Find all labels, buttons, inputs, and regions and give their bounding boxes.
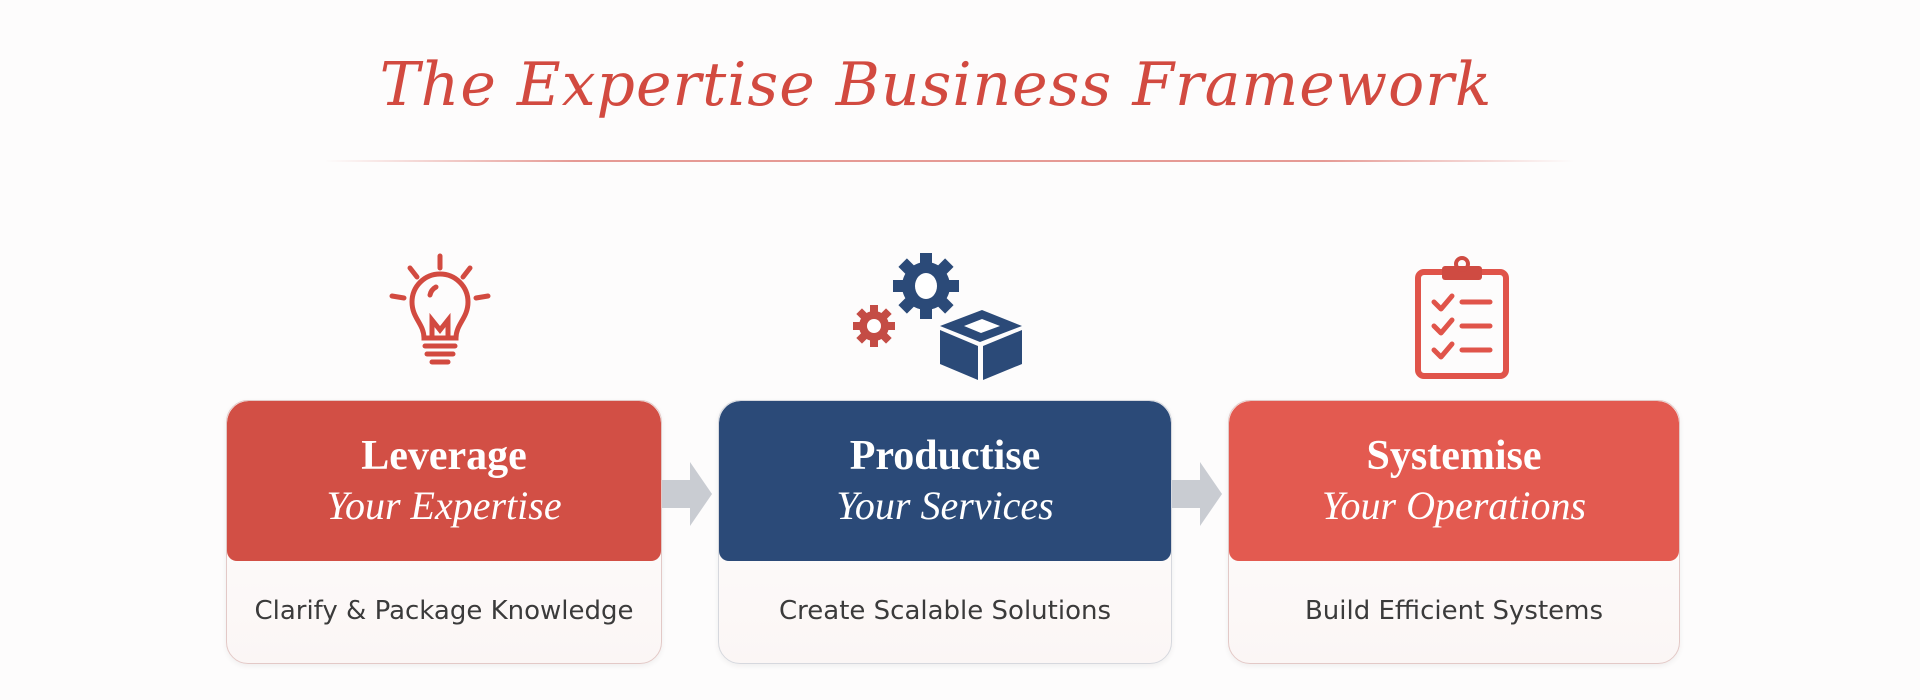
clipboard-checklist-icon [1415,256,1509,379]
step-card-systemise: Systemise Your Operations Build Efficien… [1228,400,1680,664]
step-subtitle: Your Expertise [326,483,562,528]
step-description: Create Scalable Solutions [779,596,1111,626]
arrow-right-icon [1172,462,1222,526]
step-title: Systemise [1366,433,1542,479]
step-title: Productise [849,433,1041,479]
step-subtitle: Your Services [836,483,1054,528]
step-subtitle: Your Operations [1321,483,1587,528]
step-header: Productise Your Services [719,401,1171,561]
lightbulb-icon [389,253,491,365]
step-header: Leverage Your Expertise [227,401,661,561]
step-description: Build Efficient Systems [1304,596,1604,626]
page-title: The Expertise Business Framework [379,50,1493,120]
title-divider [324,160,1574,162]
step-card-leverage: Leverage Your Expertise Clarify & Packag… [226,400,662,664]
arrow-right-icon [662,462,712,526]
gears-box-icon [853,253,1022,380]
step-title: Leverage [361,433,527,479]
step-header: Systemise Your Operations [1229,401,1679,561]
step-card-productise: Productise Your Services Create Scalable… [718,400,1172,664]
step-description: Clarify & Package Knowledge [254,596,634,626]
